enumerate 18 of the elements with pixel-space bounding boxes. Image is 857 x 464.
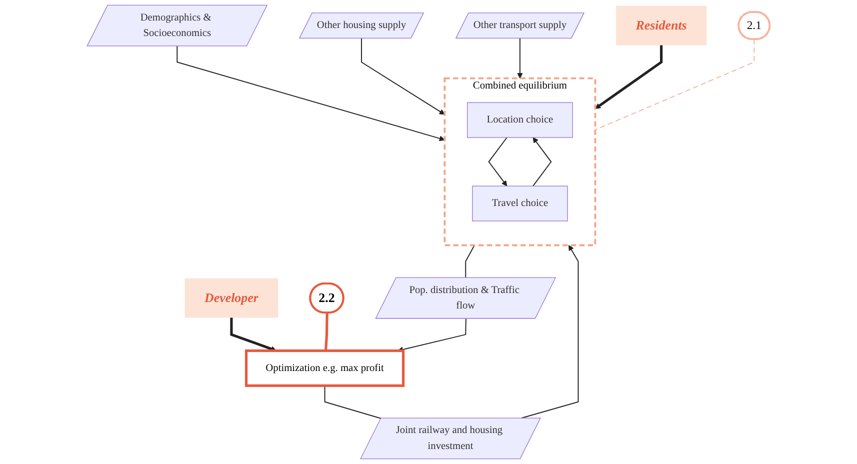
arrow: [517, 38, 523, 79]
connector: [324, 385, 382, 419]
node-box: Developer: [184, 278, 278, 318]
arrow: [595, 45, 663, 109]
connector: [324, 312, 328, 351]
arrow: [532, 137, 552, 187]
arrow: [230, 317, 277, 352]
arrow: [361, 38, 446, 115]
node-box: Travel choice: [472, 186, 568, 222]
node-box: Location choice: [467, 102, 573, 138]
node-box: Optimization e.g. max profit: [245, 349, 405, 387]
arrow: [176, 45, 446, 142]
connector: [465, 244, 475, 278]
node-box: Residents: [616, 6, 707, 46]
arrow: [488, 137, 508, 186]
arrow: [521, 245, 579, 419]
connector: [594, 38, 755, 130]
arrow: [398, 318, 466, 352]
